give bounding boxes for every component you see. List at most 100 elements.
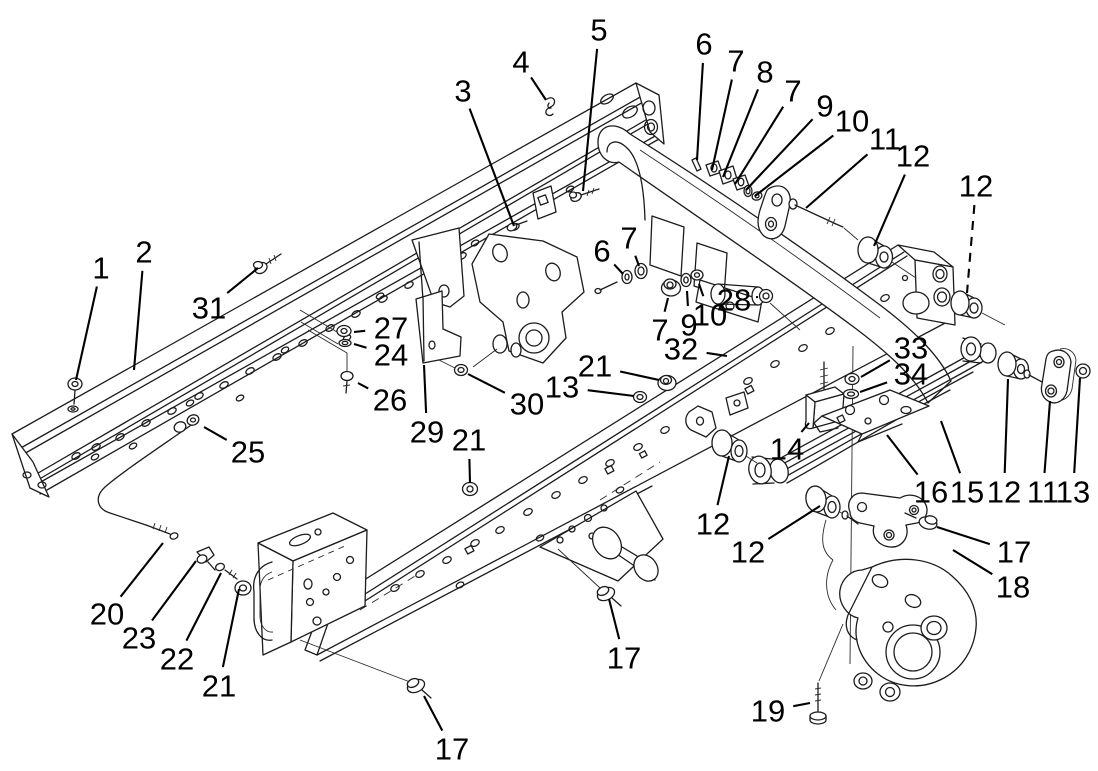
callout-label-29-24: 29 — [410, 415, 444, 450]
callout-leader-34-30 — [859, 381, 888, 393]
bolt-17-bottom — [406, 677, 432, 699]
callout-leader-20-43 — [119, 542, 164, 598]
shackle-assembly — [997, 348, 1091, 404]
callout-leader-7-16 — [634, 255, 640, 267]
callout-label-12-38: 12 — [731, 535, 765, 570]
bushing-12-rail-end — [950, 290, 1006, 326]
callout-leader-3-3 — [468, 108, 515, 227]
callout-leader-23-44 — [151, 560, 197, 622]
callout-leader-11-35 — [1043, 400, 1052, 474]
callout-leader-26-23 — [357, 382, 369, 390]
callout-label-17-48: 17 — [435, 732, 469, 767]
callout-label-23-44: 23 — [122, 621, 156, 656]
callout-label-10-19: 10 — [693, 298, 727, 333]
washer-nut-cluster — [594, 262, 801, 331]
bushing-12-front — [711, 429, 758, 464]
callout-label-9-10: 9 — [816, 89, 833, 124]
sensor-mount-plate — [532, 185, 557, 220]
callout-label-12-14: 12 — [959, 169, 993, 204]
nut-13-center — [632, 390, 648, 404]
washer-34 — [842, 388, 860, 400]
callout-label-24-22: 24 — [374, 338, 408, 373]
callout-leader-4-4 — [530, 76, 547, 101]
callout-label-21-26: 21 — [578, 349, 612, 384]
washer-24 — [338, 338, 352, 348]
bushing-12-rear — [805, 485, 859, 525]
spring-hanger-clip — [685, 405, 717, 438]
callout-label-7-7: 7 — [727, 44, 744, 79]
callout-leader-10-11 — [754, 134, 834, 197]
lower-rail-holes — [390, 293, 890, 593]
callout-label-25-42: 25 — [231, 435, 265, 470]
callout-label-34-30: 34 — [894, 357, 928, 392]
callout-label-22-45: 22 — [160, 642, 194, 677]
callout-label-21-46: 21 — [202, 669, 236, 704]
callout-label-8-8: 8 — [756, 55, 773, 90]
callout-label-15-33: 15 — [950, 475, 984, 510]
callout-leader-13-36 — [1073, 377, 1082, 474]
callout-label-28-20: 28 — [717, 283, 751, 318]
fitting-25 — [173, 414, 200, 433]
callout-label-31-2: 31 — [192, 291, 226, 326]
callout-leader-1-0 — [74, 286, 98, 381]
callout-leader-22-45 — [185, 572, 222, 642]
bushing-12-upper — [857, 236, 917, 279]
callout-label-18-40: 18 — [996, 570, 1030, 605]
callout-leader-18-40 — [952, 549, 993, 576]
lower-frame-rail — [304, 244, 950, 662]
clip-4 — [545, 97, 556, 117]
axle-mount-bracket — [426, 233, 585, 369]
caster-support — [539, 490, 664, 589]
callout-label-33-29: 33 — [894, 331, 928, 366]
spacer-hardware-row — [691, 157, 763, 201]
callout-leader-14-31 — [800, 422, 810, 433]
callout-leader-6-6 — [695, 62, 704, 161]
callout-label-19-49: 19 — [751, 694, 785, 729]
bolt-17-caster — [596, 585, 622, 607]
callout-leader-16-32 — [886, 434, 919, 476]
callout-leader-17-39 — [936, 526, 991, 546]
callout-leader-7-9 — [734, 106, 785, 185]
callout-label-26-23: 26 — [373, 383, 407, 418]
callout-label-2-1: 2 — [135, 235, 152, 270]
callout-leader-2-1 — [132, 270, 144, 371]
callout-label-1-0: 1 — [92, 251, 109, 286]
callout-leader-5-5 — [581, 48, 599, 192]
callout-label-12-13: 12 — [896, 139, 930, 174]
callout-label-7-16: 7 — [620, 221, 637, 256]
callout-leader-11-12 — [805, 153, 869, 209]
washer-21-mid — [461, 481, 479, 497]
callout-label-30-25: 30 — [510, 387, 544, 422]
callout-leader-25-42 — [203, 426, 228, 441]
callout-label-10-11: 10 — [835, 104, 869, 139]
callout-label-3-3: 3 — [454, 74, 471, 109]
callout-leader-12-14 — [965, 204, 976, 294]
bolt-11-upper — [788, 198, 859, 241]
callout-label-7-17: 7 — [651, 313, 668, 348]
callout-label-13-27: 13 — [545, 370, 579, 405]
callout-label-12-34: 12 — [987, 475, 1021, 510]
callout-leader-8-8 — [722, 89, 759, 178]
fitting-23 — [196, 546, 216, 571]
callout-label-12-37: 12 — [696, 507, 730, 542]
mount-plate-16 — [813, 389, 930, 443]
callout-label-32-28: 32 — [664, 332, 698, 367]
bolt-22 — [214, 562, 238, 580]
channel-bracket — [252, 512, 411, 683]
callout-label-6-15: 6 — [593, 234, 610, 269]
callout-leader-30-25 — [467, 373, 506, 394]
eye-bracket — [757, 185, 791, 240]
callout-leader-17-48 — [423, 695, 444, 732]
bolt-31 — [252, 253, 282, 275]
nut-13-shackle — [1075, 363, 1091, 379]
bolt-19 — [809, 682, 827, 725]
pivot-bracket — [818, 519, 977, 702]
callout-leader-29-24 — [422, 364, 428, 414]
swing-bracket-18 — [848, 492, 928, 548]
rail-hanger-bracket — [411, 227, 465, 308]
callout-label-5-5: 5 — [590, 13, 607, 48]
callout-leader-12-34 — [1003, 378, 1010, 474]
callout-label-6-6: 6 — [695, 27, 712, 62]
